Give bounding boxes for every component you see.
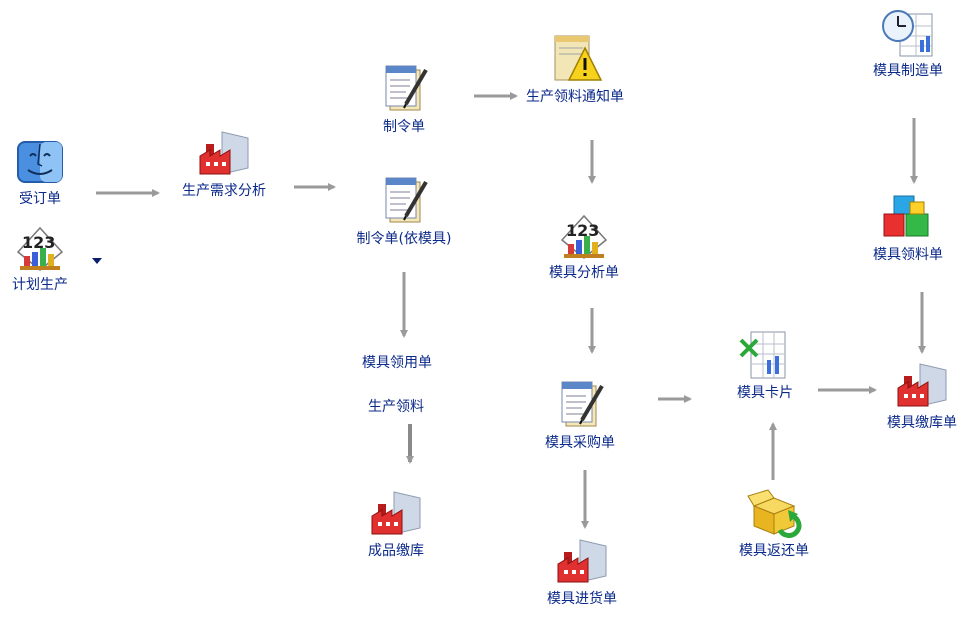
spreadsheet-icon — [737, 330, 793, 380]
node-work-order[interactable]: 制令单 — [362, 64, 446, 136]
node-mold-purchase-label: 模具采购单 — [545, 435, 615, 451]
node-mold-analysis-label: 模具分析单 — [549, 265, 619, 281]
node-mold-make[interactable]: 模具制造单 — [858, 8, 958, 80]
box-return-icon — [746, 488, 802, 538]
node-order-label: 受订单 — [19, 191, 61, 207]
node-mold-purchase[interactable]: 模具采购单 — [530, 380, 630, 452]
node-work-order-label: 制令单 — [383, 119, 425, 135]
chart-123-icon: 123 — [556, 210, 612, 260]
node-work-order-mold-label: 制令单(依模具) — [356, 231, 452, 247]
node-mold-card[interactable]: 模具卡片 — [720, 330, 810, 402]
node-order[interactable]: 受订单 — [6, 136, 74, 208]
factory-icon — [554, 536, 610, 586]
node-mold-make-label: 模具制造单 — [873, 63, 943, 79]
document-pen-icon — [552, 380, 608, 430]
node-mold-analysis[interactable]: 123 模具分析单 — [534, 210, 634, 282]
cubes-icon — [880, 192, 936, 242]
document-pen-icon — [376, 176, 432, 226]
node-work-order-mold[interactable]: 制令单(依模具) — [338, 176, 470, 248]
node-mold-receipt-label: 模具进货单 — [547, 591, 617, 607]
node-material-notice-label: 生产领料通知单 — [526, 89, 624, 105]
node-plan[interactable]: 123 计划生产 — [0, 222, 80, 294]
node-mold-stock-label: 模具缴库单 — [887, 415, 957, 431]
node-finished-stock[interactable]: 成品缴库 — [356, 488, 436, 560]
node-plan-label: 计划生产 — [12, 277, 68, 293]
node-mold-pick[interactable]: 模具领料单 — [858, 192, 958, 264]
node-finished-stock-label: 成品缴库 — [368, 543, 424, 559]
node-demand[interactable]: 生产需求分析 — [168, 128, 280, 200]
chart-123-icon: 123 — [12, 222, 68, 272]
production-pick-link[interactable]: 生产领料 — [368, 399, 424, 415]
node-material-notice[interactable]: 生产领料通知单 — [510, 34, 640, 106]
factory-icon — [894, 360, 950, 410]
mold-use-link[interactable]: 模具领用单 — [362, 355, 432, 371]
factory-icon — [196, 128, 252, 178]
factory-icon — [368, 488, 424, 538]
warning-document-icon — [547, 34, 603, 84]
node-mold-return[interactable]: 模具返还单 — [724, 488, 824, 560]
plan-dropdown-arrow[interactable] — [92, 258, 102, 264]
document-pen-icon — [376, 64, 432, 114]
node-demand-label: 生产需求分析 — [182, 183, 266, 199]
svg-text:123: 123 — [566, 221, 599, 240]
finder-icon — [12, 136, 68, 186]
node-mold-receipt[interactable]: 模具进货单 — [532, 536, 632, 608]
clock-spreadsheet-icon — [880, 8, 936, 58]
node-mold-stock[interactable]: 模具缴库单 — [872, 360, 968, 432]
svg-text:123: 123 — [22, 233, 55, 252]
node-mold-card-label: 模具卡片 — [737, 385, 793, 401]
node-mold-pick-label: 模具领料单 — [873, 247, 943, 263]
node-mold-return-label: 模具返还单 — [739, 543, 809, 559]
